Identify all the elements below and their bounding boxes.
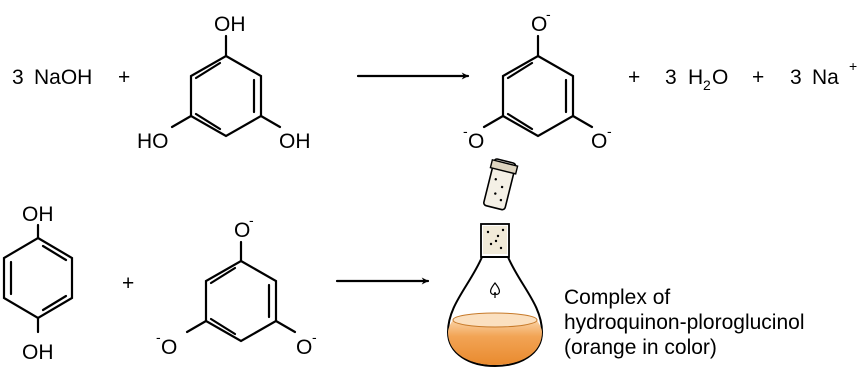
water-subscript: 2 <box>703 77 711 93</box>
reaction-1: 3 NaOH + OH HO OH O - <box>12 6 857 153</box>
charge-minus: - <box>607 123 612 139</box>
hydroxyl-right: OH <box>279 130 311 153</box>
plus-sign: + <box>118 66 130 89</box>
phloroglucinol-trianion: O - - O O - <box>156 212 317 359</box>
reaction-2: OH OH + O - - O O - <box>2 158 805 367</box>
c-o-bond <box>571 114 594 129</box>
product-caption-line-1: Complex of <box>564 286 670 309</box>
double-bond <box>506 112 534 131</box>
charge-minus: - <box>156 329 161 345</box>
double-bond <box>194 61 222 80</box>
charge-minus: - <box>312 329 317 345</box>
hydroxyl-top: OH <box>214 13 246 36</box>
charge-minus: - <box>249 212 254 228</box>
benzene-ring <box>2 236 74 320</box>
double-bond <box>506 61 534 80</box>
phloroglucinol-trianion: O - - O O - <box>463 6 612 153</box>
hydroxyl-top: OH <box>22 203 54 226</box>
sodium-ion: Na <box>812 66 839 89</box>
water-oxygen: O <box>712 66 728 89</box>
naoh-formula: NaOH <box>34 66 92 89</box>
benzene-ring <box>501 54 575 138</box>
charge-plus: + <box>849 58 857 74</box>
double-bond <box>194 112 222 131</box>
water-coefficient: 3 <box>665 66 677 89</box>
double-bond <box>41 294 68 312</box>
benzene-ring <box>189 54 263 138</box>
c-o-bond <box>274 319 297 334</box>
oxide-right: O <box>296 336 312 359</box>
c-o-bond <box>482 114 505 129</box>
oxide-right: O <box>591 130 607 153</box>
water-hydrogen: H <box>688 66 703 89</box>
hydroxyl-left: HO <box>137 130 169 153</box>
oxide-top: O <box>234 219 250 242</box>
c-o-bond <box>185 319 208 334</box>
phloroglucinol-molecule: OH HO OH <box>137 13 311 153</box>
product-caption-line-2: hydroquinon-ploroglucinol <box>564 311 805 334</box>
hydroquinone-molecule: OH OH <box>2 203 74 364</box>
flask-icon <box>446 158 544 367</box>
plus-sign: + <box>122 272 134 295</box>
double-bond <box>209 317 237 336</box>
oxide-top: O <box>531 13 547 36</box>
double-bond <box>41 244 68 262</box>
charge-minus: - <box>546 6 551 22</box>
benzene-ring <box>204 259 278 343</box>
product-caption-line-3: (orange in color) <box>564 336 717 359</box>
c-o-bond <box>259 114 282 129</box>
c-o-bond <box>170 114 193 129</box>
plus-sign: + <box>628 66 640 89</box>
plus-sign: + <box>752 66 764 89</box>
sodium-coefficient: 3 <box>790 66 802 89</box>
double-bond <box>209 266 237 285</box>
charge-minus: - <box>463 123 468 139</box>
oxide-left: O <box>161 336 177 359</box>
naoh-coefficient: 3 <box>12 66 24 89</box>
hydroxyl-bottom: OH <box>22 341 54 364</box>
oxide-left: O <box>468 130 484 153</box>
